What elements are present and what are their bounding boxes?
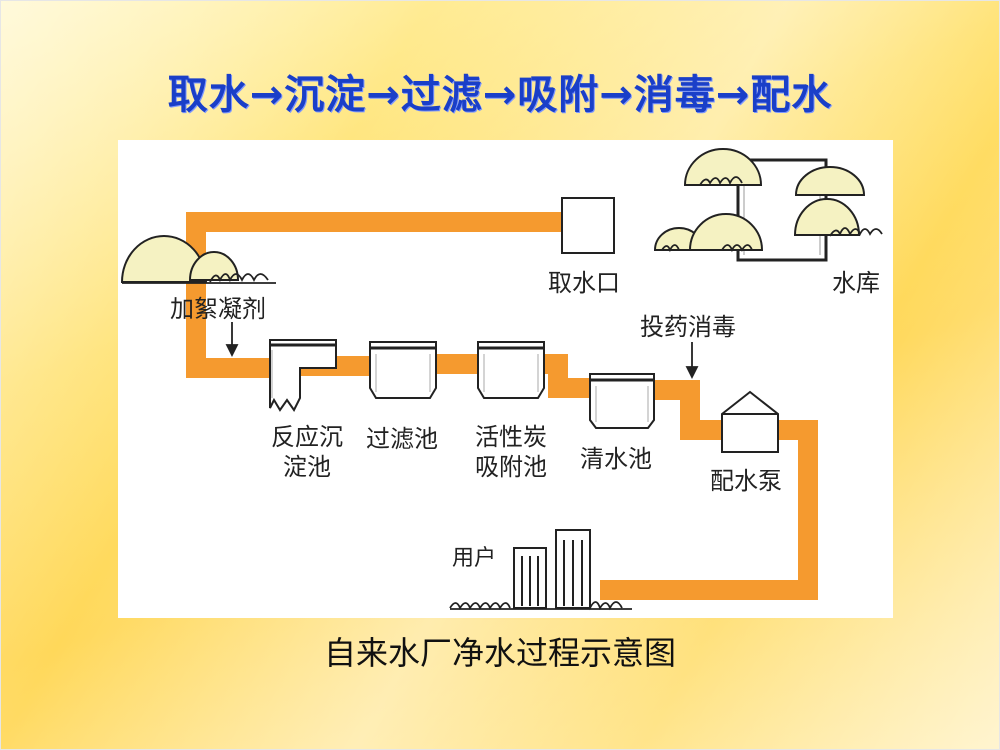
disinfect-label: 投药消毒 bbox=[640, 313, 736, 341]
reaction-tank-label: 反应沉 淀池 bbox=[262, 422, 352, 482]
intake-label: 取水口 bbox=[548, 269, 620, 297]
carbon-tank-label-line1: 活性炭 bbox=[475, 423, 547, 451]
reaction-tank-label-line1: 反应沉 bbox=[271, 423, 343, 451]
filter-tank-icon bbox=[369, 341, 437, 399]
water-pipeline bbox=[186, 212, 818, 600]
clear-water-tank-icon bbox=[589, 373, 655, 429]
filter-tank-label: 过滤池 bbox=[366, 425, 438, 453]
pump-house-icon bbox=[721, 390, 779, 453]
users-label: 用户 bbox=[452, 546, 497, 571]
carbon-tank-label-line2: 吸附池 bbox=[475, 453, 547, 481]
carbon-tank-icon bbox=[477, 341, 545, 399]
reaction-tank-label-line2: 淀池 bbox=[283, 453, 331, 481]
reaction-tank-icon bbox=[269, 339, 337, 412]
pump-label: 配水泵 bbox=[710, 467, 782, 495]
process-title: 取水→沉淀→过滤→吸附→消毒→配水 bbox=[167, 72, 833, 118]
hill-icon bbox=[120, 148, 866, 283]
reservoir-label: 水库 bbox=[832, 269, 880, 297]
building-icon bbox=[513, 529, 591, 609]
arrow-down-icon bbox=[225, 322, 699, 380]
carbon-tank-label: 活性炭 吸附池 bbox=[466, 422, 556, 482]
coagulant-label: 加絮凝剂 bbox=[170, 295, 266, 323]
clear-water-label: 清水池 bbox=[580, 445, 652, 473]
diagram-caption: 自来水厂净水过程示意图 bbox=[323, 634, 676, 672]
intake-icon bbox=[561, 197, 615, 254]
